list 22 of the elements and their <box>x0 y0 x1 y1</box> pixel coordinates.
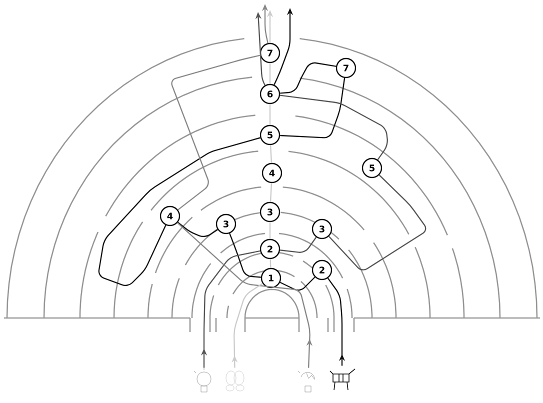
lightbulb-icon <box>194 366 212 392</box>
path-line <box>328 174 426 270</box>
path-line <box>280 78 346 138</box>
path-line <box>171 54 260 210</box>
path-line <box>280 236 317 253</box>
path-line <box>98 137 260 286</box>
path-arrow <box>232 283 263 368</box>
path-line <box>269 63 271 84</box>
zebra-icon <box>330 368 356 390</box>
butterfly-icon <box>226 370 244 392</box>
broken-lightbulb-icon <box>298 370 315 392</box>
path-arrow <box>200 250 260 368</box>
path-line <box>269 104 271 125</box>
path-line <box>280 62 336 94</box>
path-line <box>178 222 218 238</box>
path-line <box>270 183 272 202</box>
path-line <box>270 145 272 163</box>
path-line <box>269 222 271 239</box>
path-line <box>270 259 272 268</box>
path-line <box>280 94 388 160</box>
path-line <box>229 233 261 278</box>
path-line <box>280 276 316 291</box>
